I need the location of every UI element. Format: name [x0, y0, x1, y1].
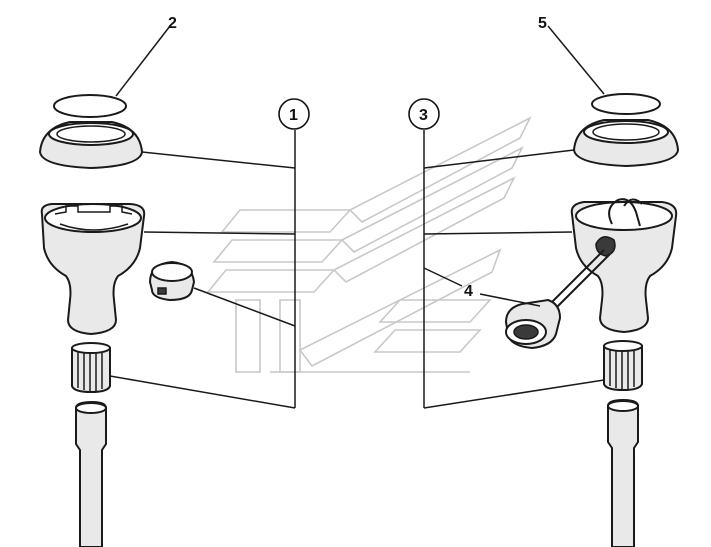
left-sleeve	[71, 342, 111, 394]
left-knob-body	[40, 203, 146, 336]
right-seal-ring	[591, 93, 661, 115]
right-cap	[572, 119, 680, 168]
left-assembly	[38, 94, 196, 547]
left-plug	[148, 260, 196, 302]
callout-5-label: 5	[538, 15, 547, 32]
callout-4-label: 4	[464, 283, 473, 300]
callout-4: 4	[464, 283, 473, 300]
callout-5: 5	[538, 15, 547, 32]
callout-2: 2	[168, 15, 177, 32]
callout-3: 3	[408, 98, 440, 130]
left-cap	[38, 121, 144, 170]
right-assembly	[504, 93, 680, 547]
callout-1-label: 1	[289, 107, 298, 124]
leader-lines	[109, 25, 605, 409]
callout-1: 1	[278, 98, 310, 130]
callout-2-label: 2	[168, 15, 177, 32]
callout-3-label: 3	[419, 107, 428, 124]
watermark-logo	[206, 116, 532, 373]
left-shaft	[75, 400, 107, 547]
right-shaft	[607, 398, 639, 547]
right-knob-body	[570, 198, 678, 334]
left-seal-ring	[53, 94, 127, 118]
right-sleeve	[603, 340, 643, 392]
right-switch-with-cable	[504, 249, 611, 350]
